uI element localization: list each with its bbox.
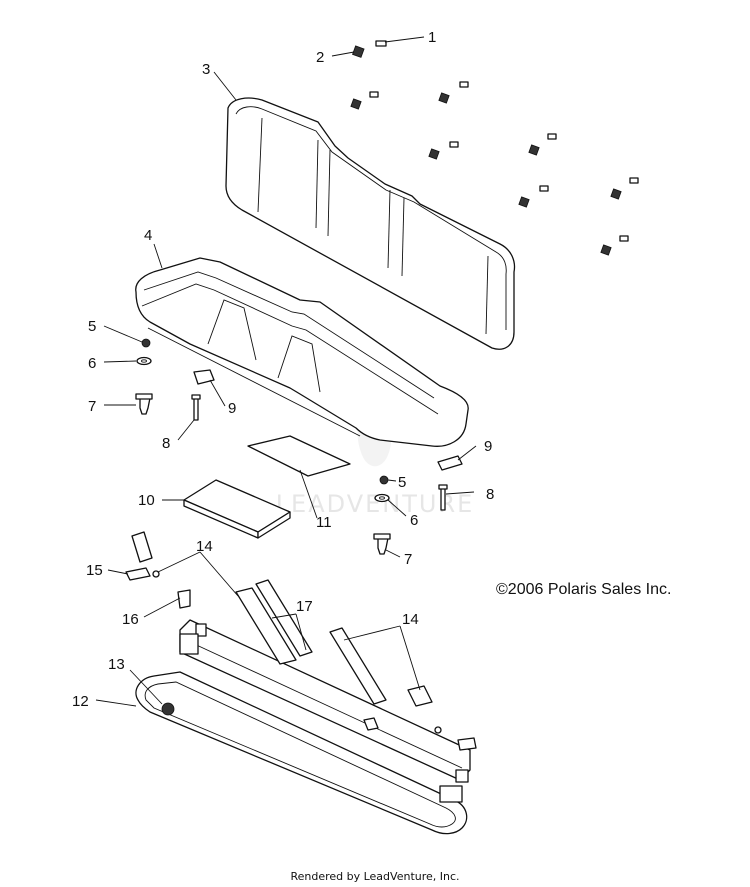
render-credit: Rendered by LeadVenture, Inc.: [290, 870, 459, 883]
callout-15: 15: [86, 562, 103, 579]
seat-back: [225, 97, 516, 350]
callout-6-right: 6: [410, 512, 418, 529]
callout-3: 3: [202, 61, 210, 78]
seat-frame: [135, 619, 471, 835]
seat-pads: [183, 435, 351, 539]
callout-2: 2: [316, 49, 324, 66]
callout-8-right: 8: [486, 486, 494, 503]
callout-9-right: 9: [484, 438, 492, 455]
seat-back-fasteners: [350, 40, 639, 256]
callout-7-right: 7: [404, 551, 412, 568]
callout-13: 13: [108, 656, 125, 673]
callout-14-right: 14: [402, 611, 419, 628]
callout-10: 10: [138, 492, 155, 509]
seat-fasteners-right: [373, 455, 463, 555]
callout-9-left: 9: [228, 400, 236, 417]
callout-7-left: 7: [88, 398, 96, 415]
callout-4: 4: [144, 227, 152, 244]
callout-6-left: 6: [88, 355, 96, 372]
callout-1: 1: [428, 29, 436, 46]
seat-belts: [125, 531, 477, 751]
callout-8-left: 8: [162, 435, 170, 452]
seat-fasteners-left: [135, 338, 215, 421]
seat-bottom: [135, 257, 469, 447]
callout-17: 17: [296, 598, 313, 615]
callouts: 1 2 3 4 5 6 7 8 9 9 5 8 6 10 11 7 14 15 …: [72, 29, 494, 710]
leader-lines: [95, 36, 477, 707]
callout-14-left: 14: [196, 538, 213, 555]
callout-5-left: 5: [88, 318, 96, 335]
callout-5-right: 5: [398, 474, 406, 491]
callout-11: 11: [316, 514, 332, 531]
callout-16: 16: [122, 611, 139, 628]
copyright-notice: ©2006 Polaris Sales Inc.: [496, 581, 671, 598]
callout-12: 12: [72, 693, 89, 710]
